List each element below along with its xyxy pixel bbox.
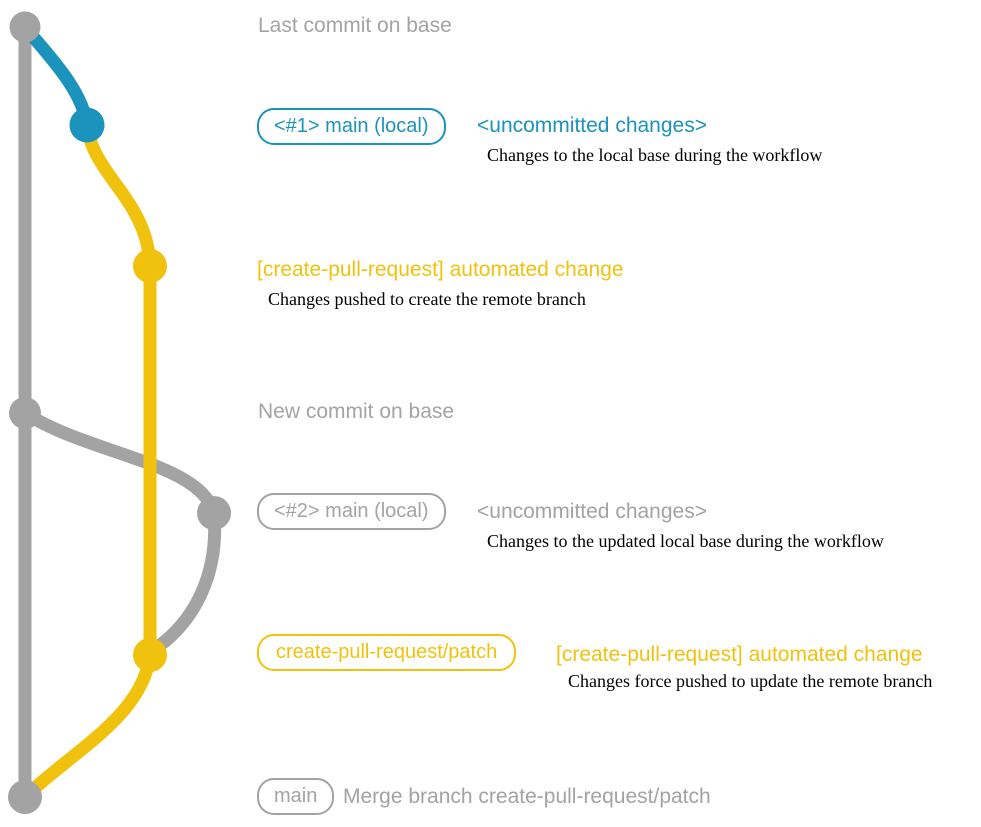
rebase-edge: [145, 506, 222, 658]
uncommitted-changes-caption-1: Changes to the local base during the wor…: [487, 145, 823, 165]
automated-change-caption-2: Changes force pushed to update the remot…: [568, 671, 933, 691]
last-commit-label: Last commit on base: [258, 14, 452, 37]
branch-create-edge: [80, 118, 157, 273]
automated-change-caption-1: Changes pushed to create the remote bran…: [268, 289, 586, 309]
commit-node-merge: [8, 780, 42, 814]
uncommitted-changes-caption-2: Changes to the updated local base during…: [487, 531, 884, 551]
merge-edge: [20, 648, 157, 802]
branch-badge-main-local-1: <#1> main (local): [257, 108, 446, 145]
merge-branch-label: Merge branch create-pull-request/patch: [343, 785, 711, 808]
commit-node-local-2: [197, 496, 231, 530]
branch-badge-main-local-2: <#2> main (local): [257, 493, 446, 530]
uncommitted-changes-headline-1: <uncommitted changes>: [477, 114, 707, 137]
commit-node-new-base: [9, 397, 41, 429]
commit-node-last-base: [9, 11, 41, 43]
commit-node-local-1: [69, 107, 105, 143]
new-commit-label: New commit on base: [258, 400, 455, 423]
branch-badge-main: main: [257, 778, 335, 815]
local-update-edge: [18, 406, 221, 520]
commit-node-branch-2: [133, 638, 167, 672]
branch-badge-patch: create-pull-request/patch: [257, 634, 517, 671]
uncommitted-changes-headline-2: <uncommitted changes>: [477, 500, 707, 523]
commit-node-branch-1: [133, 249, 167, 283]
automated-change-headline-2: [create-pull-request] automated change: [556, 643, 923, 666]
automated-change-headline-1: [create-pull-request] automated change: [257, 258, 624, 281]
